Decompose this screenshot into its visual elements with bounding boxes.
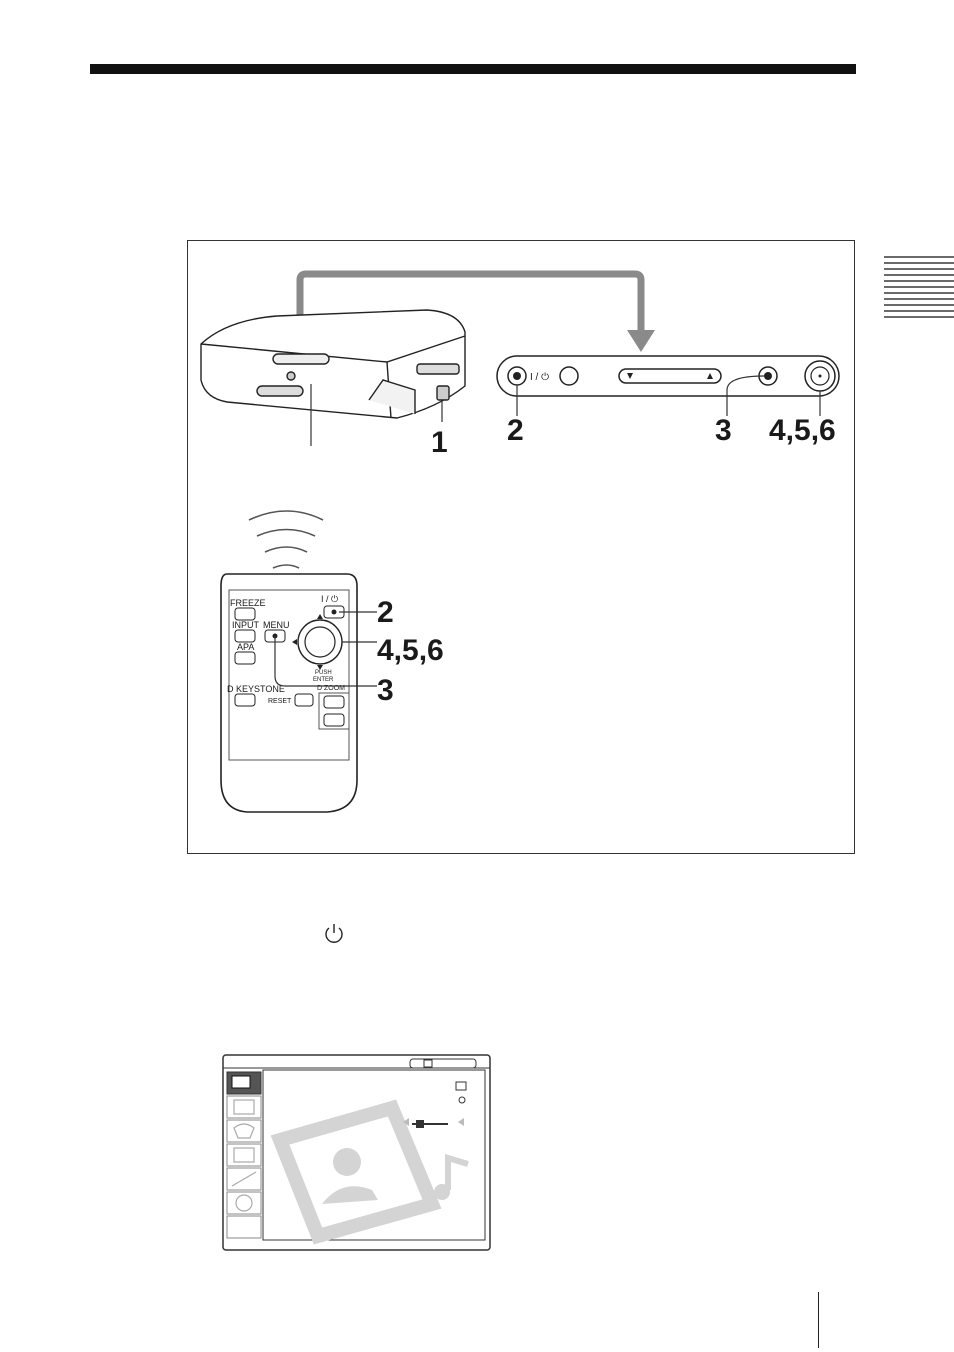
panel-menu-leader xyxy=(726,375,765,416)
callout-remote-menu: 3 xyxy=(377,674,394,707)
remote-dkeystone-label: D KEYSTONE xyxy=(227,684,285,694)
watermark-body xyxy=(322,1186,378,1204)
remote-freeze-button[interactable] xyxy=(234,607,256,621)
callout-panel-menu: 3 xyxy=(715,414,732,447)
remote-input-label: INPUT xyxy=(232,620,260,630)
menu-screen-illustration xyxy=(222,1054,491,1251)
remote-apa-button[interactable] xyxy=(234,651,256,665)
remote-control: FREEZE INPUT APA MENU I / ⏻ PUSH ENTER D… xyxy=(220,573,358,813)
information-icon[interactable] xyxy=(226,1191,262,1215)
picture-mode-icon xyxy=(455,1081,467,1091)
remote-power-label: I / ⏻ xyxy=(321,594,338,604)
setup-icon[interactable] xyxy=(226,1119,262,1143)
remote-reset-label: RESET xyxy=(268,698,292,705)
remote-dzoom-plus-button[interactable] xyxy=(323,695,345,709)
callout-remote-joystick: 4,5,6 xyxy=(377,634,444,667)
volume-high-icon xyxy=(458,1118,464,1126)
header-rule xyxy=(90,64,856,74)
section-index-tab xyxy=(884,256,954,322)
callout-input-button: 1 xyxy=(431,426,448,459)
remote-dkeystone-button[interactable] xyxy=(234,693,256,707)
input-icon[interactable] xyxy=(226,1095,262,1119)
remote-input-button[interactable] xyxy=(234,629,256,643)
menu-settings-icon[interactable] xyxy=(226,1143,262,1167)
callout-panel-joystick: 4,5,6 xyxy=(769,414,836,447)
remote-reset-button[interactable] xyxy=(294,693,314,707)
picture-watermark xyxy=(270,1099,442,1245)
projector-illustration xyxy=(200,309,466,419)
control-panel: I / ⏻ xyxy=(496,355,840,397)
panel-zoom-slider[interactable] xyxy=(618,368,722,384)
power-icon xyxy=(325,924,343,943)
watermark-head xyxy=(333,1148,361,1176)
remote-freeze-label: FREEZE xyxy=(230,598,266,608)
remote-menu-leader xyxy=(274,636,377,687)
remote-dzoom-minus-button[interactable] xyxy=(323,713,345,727)
remote-menu-label: MENU xyxy=(263,620,290,630)
remote-push-label: PUSH xyxy=(315,670,332,676)
zoom-arrow xyxy=(296,270,645,358)
figure-frame xyxy=(187,240,855,854)
brightness-icon xyxy=(458,1096,466,1104)
operation-diagram: 1 I / ⏻ 2 3 4,5,6 FREEZE INPUT APA xyxy=(200,270,840,813)
watermark-note xyxy=(445,1153,469,1190)
page-number-rule xyxy=(818,1292,819,1348)
menu-sidebar xyxy=(226,1071,262,1239)
panel-power-label: I / ⏻ xyxy=(530,372,549,383)
zoom-arrowhead xyxy=(627,330,655,352)
remote-signal-waves xyxy=(248,510,324,569)
volume-low-icon xyxy=(403,1118,409,1126)
panel-input-button[interactable] xyxy=(559,366,579,386)
callout-remote-power: 2 xyxy=(377,596,394,629)
remote-dzoom-label: D ZOOM xyxy=(317,685,345,692)
remote-apa-label: APA xyxy=(237,642,254,652)
callout-panel-power: 2 xyxy=(507,414,524,447)
input-indicator-icon xyxy=(423,1059,433,1068)
remote-enter-label: ENTER xyxy=(313,677,334,683)
